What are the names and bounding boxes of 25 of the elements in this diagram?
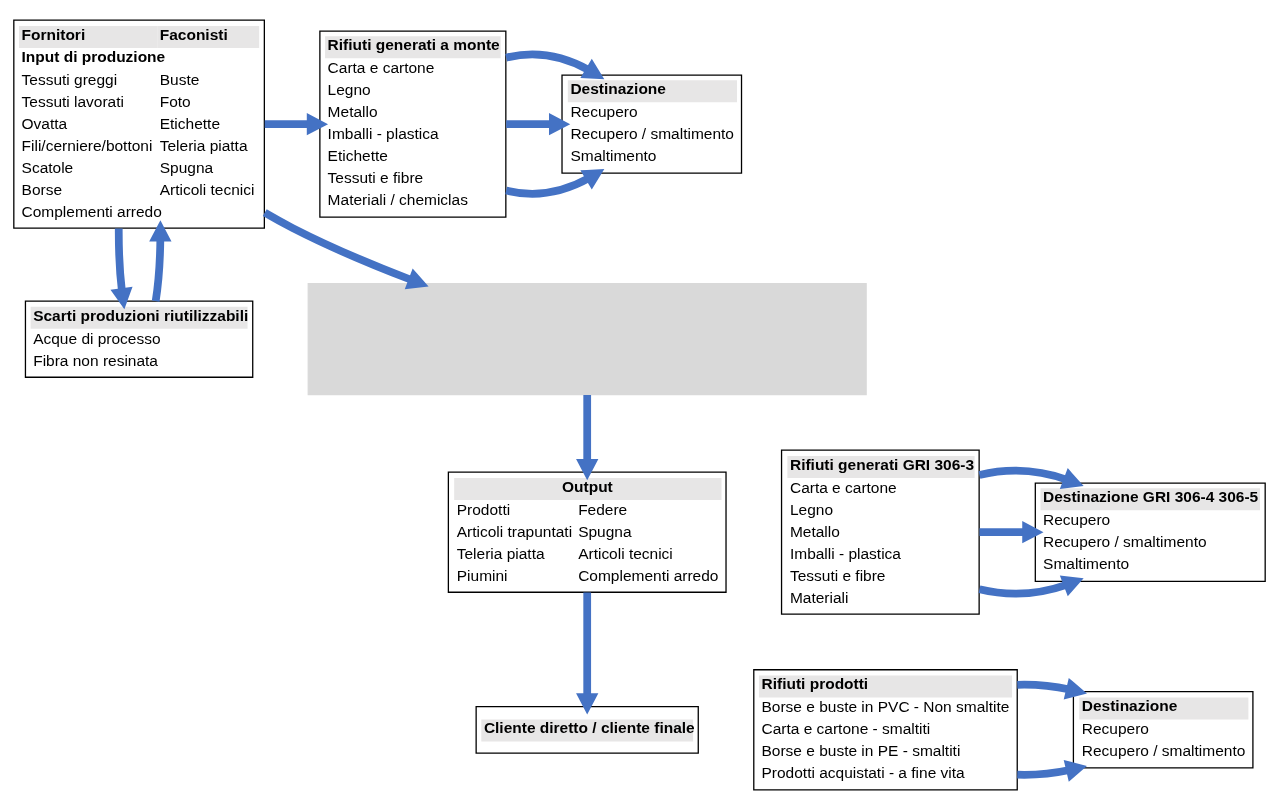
arrow [978, 466, 1084, 489]
arrow [262, 209, 429, 290]
arrow [979, 521, 1044, 544]
node-box: Rifiuti generati GRI 306-3 Carta e cartone Legno Metallo Imballi - plastica Tessuti e fibre Materiali [780, 449, 980, 615]
node-box: Rifiuti prodotti Borse e buste in PVC - Non smaltite Carta e cartone - smaltiti Borse e buste in PE - smaltiti Prodotti acquistati - a fine vita [753, 669, 1018, 791]
node-box: Destinazione Recupero Recupero / smaltimento Smaltimento [561, 74, 743, 174]
arrow [506, 112, 571, 136]
node-box: Output Prodotti Federe Articoli trapuntati Spugna Teleria piatta Articoli tecnici Piumini Complementi arredo [447, 471, 727, 593]
node-box: Cliente diretto / cliente finale [475, 705, 699, 754]
arrow [110, 228, 133, 310]
arrow [505, 50, 605, 80]
node-box: Destinazione Recupero Recupero / smaltimento [1072, 691, 1254, 769]
arrow [978, 575, 1084, 598]
arrow [264, 112, 329, 136]
arrow [1017, 759, 1087, 782]
arrow [576, 592, 599, 715]
node-box: Rifiuti generati a monte Carta e cartone Legno Metallo Imballi - plastica Etichette Tessuti e fibre Materiali / chemiclas [319, 30, 507, 218]
arrow [505, 169, 605, 198]
node-box: Fornitori Faconisti Input di produzione Tessuti greggi Buste Tessuti lavorati Foto Ovatta Etichette Fili/cerniere/bottoni Teleria piatta Scatole Spugna Borse Articoli tecnici Complementi arredo [13, 19, 265, 229]
node-box: Scarti produzioni riutilizzabili Acque di processo Fibra non resinata [24, 300, 254, 378]
arrow [1017, 677, 1087, 700]
arrow [576, 395, 599, 481]
node-box: Destinazione GRI 306-4 306-5 Recupero Recupero / smaltimento Smaltimento [1034, 482, 1266, 582]
arrow [149, 220, 172, 302]
node-box [307, 282, 867, 396]
